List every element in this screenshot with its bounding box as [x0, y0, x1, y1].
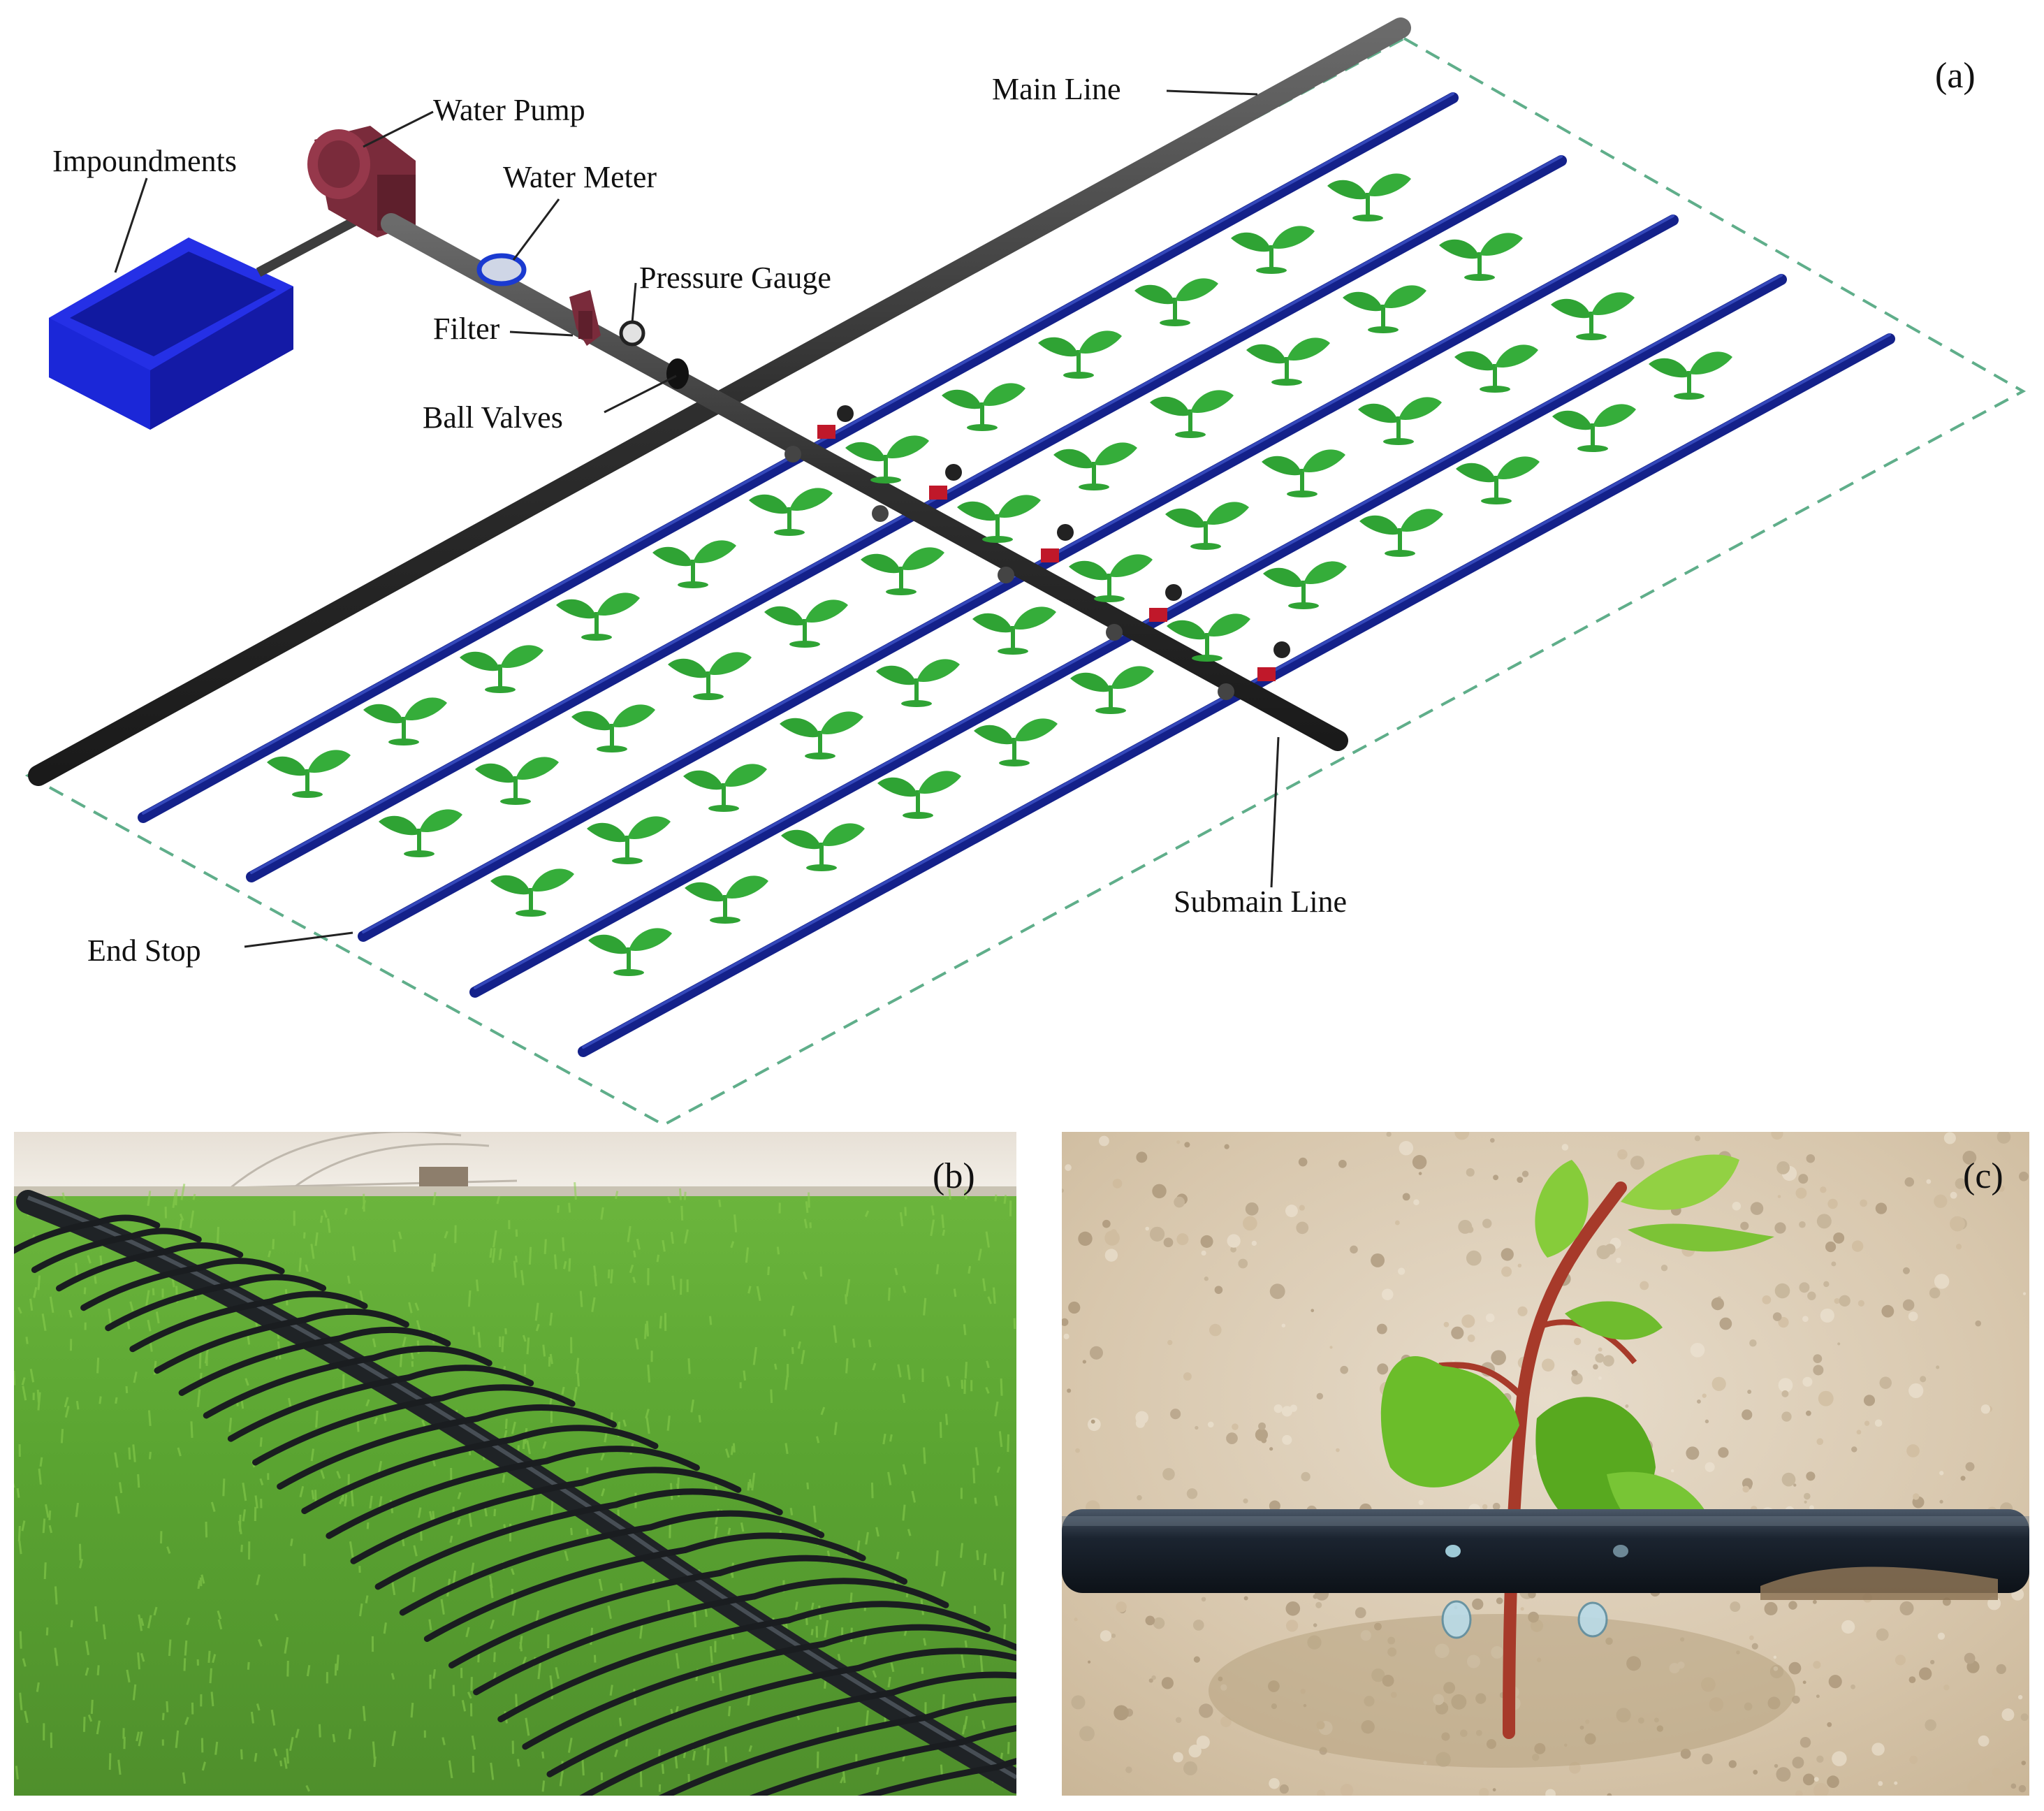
- panel-b-field-photo: (b): [14, 1132, 1016, 1796]
- seedling-icon: [588, 928, 672, 976]
- submain-line-pipe: [381, 213, 1348, 751]
- water-meter-icon: [476, 253, 527, 286]
- panel-c-tag: (c): [1963, 1156, 2003, 1196]
- seedling-icon: [764, 599, 848, 648]
- panel-a-tag: (a): [1935, 56, 1976, 96]
- junction-valves: [784, 405, 1290, 700]
- seedling-icon: [861, 547, 944, 595]
- seedling-icon: [780, 711, 863, 759]
- seedling-icon: [749, 488, 833, 536]
- seedling-icon: [974, 718, 1058, 766]
- seedling-icon: [1456, 456, 1540, 504]
- seedling-icon: [363, 697, 447, 746]
- seedling-icon: [1165, 502, 1249, 550]
- leader-lines: [114, 89, 1280, 948]
- seedling-icon: [942, 383, 1025, 431]
- seedling-icon: [1262, 449, 1345, 497]
- pressure-gauge-label: Pressure Gauge: [639, 261, 831, 295]
- seedling-icon: [781, 823, 865, 871]
- seedling-leaves: [1380, 1154, 1774, 1572]
- seedling-icon: [1343, 285, 1426, 333]
- water-pump-label: Water Pump: [433, 93, 585, 127]
- seedling-icon: [683, 764, 767, 812]
- seedling-icon: [1439, 233, 1523, 281]
- seedling-icon: [1053, 442, 1137, 490]
- seedling-icon: [1327, 173, 1411, 221]
- seedling-icon: [1454, 344, 1538, 393]
- seedling-icon: [556, 592, 640, 641]
- seedling-icon: [1263, 561, 1347, 609]
- seedling-icon: [877, 771, 961, 819]
- seedling-icon: [1649, 351, 1732, 400]
- seedling-icon: [652, 540, 736, 588]
- pressure-gauge-icon: [619, 320, 645, 347]
- seedling-icon: [1134, 278, 1218, 326]
- filter-label: Filter: [433, 312, 500, 346]
- seedling-icon: [876, 659, 960, 707]
- seedling-icon: [460, 645, 543, 693]
- seedling-icon: [668, 652, 752, 700]
- submain-line-label: Submain Line: [1174, 885, 1347, 919]
- seedling-icon: [1552, 404, 1636, 452]
- ball-valves-label: Ball Valves: [423, 400, 563, 435]
- seedling-icon: [972, 606, 1056, 655]
- main-line-label: Main Line: [992, 72, 1121, 106]
- end-stop-label: End Stop: [87, 933, 201, 968]
- seedling-icon: [1246, 337, 1330, 386]
- seedling-icon: [685, 875, 768, 924]
- seedling-icon: [1150, 390, 1234, 438]
- water-meter-label: Water Meter: [503, 160, 657, 194]
- ball-valve-icon: [666, 358, 689, 389]
- seedling-icon: [1551, 292, 1635, 340]
- seedling-icon: [1038, 330, 1122, 379]
- panel-b-tag: (b): [933, 1156, 975, 1196]
- seedling-icon: [379, 809, 462, 857]
- filter-icon: [569, 290, 601, 346]
- seedling-icon: [1070, 666, 1154, 714]
- impoundment-tank-icon: [49, 238, 293, 430]
- panel-a-schematic: Water Pump Impoundments Water Meter Pres…: [24, 17, 2027, 1127]
- seedling-icon: [587, 816, 671, 864]
- seedling-icon: [571, 704, 655, 752]
- seedling-icon: [267, 750, 351, 798]
- impoundments-label: Impoundments: [52, 144, 237, 178]
- seedling-icon: [1358, 397, 1442, 445]
- seedling-icon: [490, 868, 574, 917]
- panel-c-drip-photo: (c): [1062, 1132, 2029, 1796]
- seedling-icon: [1359, 509, 1443, 557]
- seedling-icon: [1231, 226, 1315, 274]
- seedling-icon: [475, 757, 559, 805]
- water-droplets: [1441, 1545, 1628, 1639]
